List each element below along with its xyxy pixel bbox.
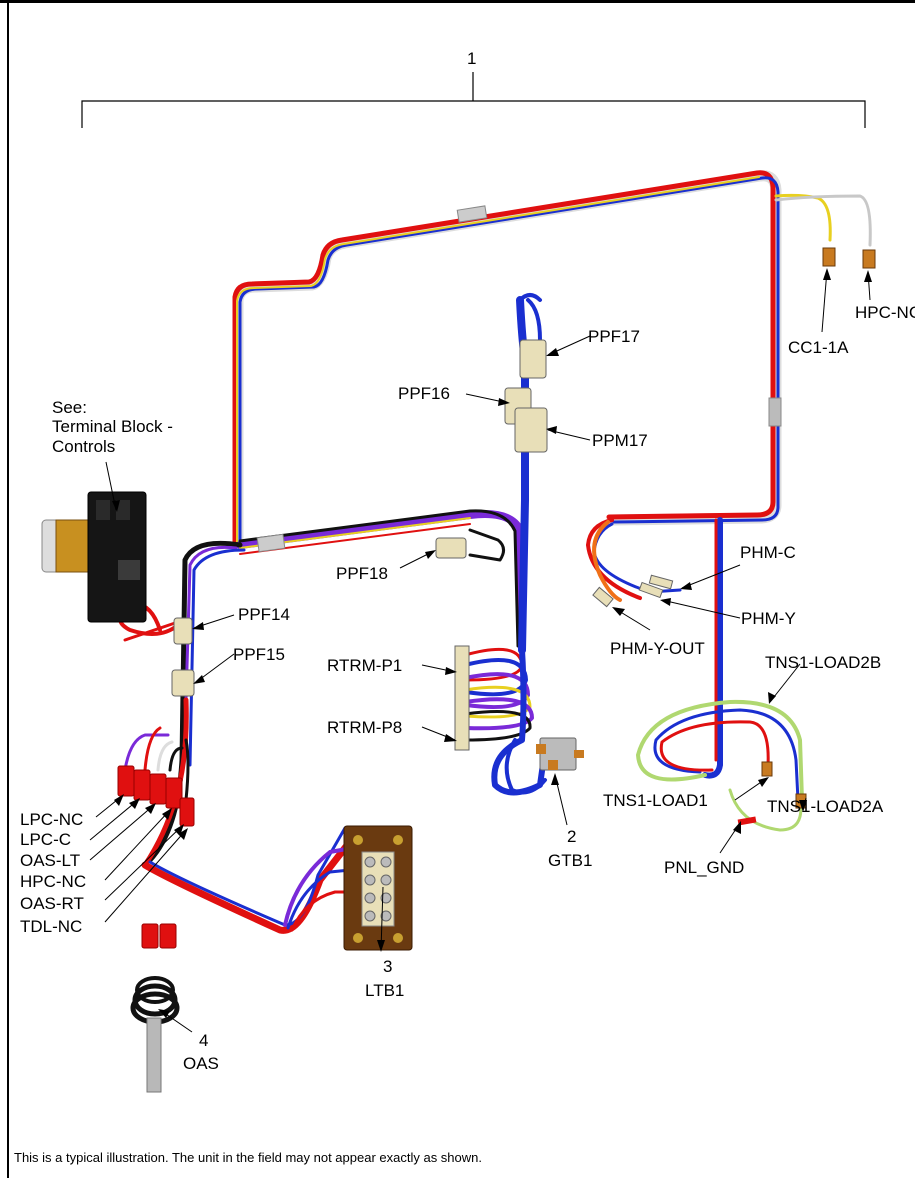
label-cc1-1a: CC1-1A	[788, 338, 849, 357]
label-ppf16: PPF16	[398, 384, 450, 403]
phm-c-terminal	[648, 574, 674, 590]
label-lpc-nc: LPC-NC	[20, 810, 83, 829]
label-phm-y: PHM-Y	[741, 609, 796, 628]
label-ppf18: PPF18	[336, 564, 388, 583]
harness-sleeve	[456, 205, 488, 223]
label-phm-c: PHM-C	[740, 543, 796, 562]
left-terminal-row	[117, 765, 195, 827]
item-2-name: GTB1	[548, 851, 592, 870]
label-tdl-nc: TDL-NC	[20, 917, 82, 936]
label-ppm17: PPM17	[592, 431, 648, 450]
label-ppf14: PPF14	[238, 605, 290, 624]
label-tns1-load2b: TNS1-LOAD2B	[765, 653, 881, 672]
oas-coil	[130, 976, 180, 1025]
label-tns1-load1: TNS1-LOAD1	[603, 791, 708, 810]
hpc-nc-terminal	[862, 249, 876, 269]
harness-sleeve	[256, 533, 286, 553]
label-rtrm-p1: RTRM-P1	[327, 656, 402, 675]
item-1-number: 1	[467, 49, 476, 68]
footer-disclaimer: This is a typical illustration. The unit…	[14, 1150, 482, 1165]
main-loop-bundle	[232, 170, 782, 551]
label-phm-y-out: PHM-Y-OUT	[610, 639, 705, 658]
item-3-name: LTB1	[365, 981, 404, 1000]
see-note-line2: Terminal Block -	[52, 417, 173, 436]
item-2-number: 2	[567, 827, 576, 846]
see-note-line1: See:	[52, 398, 87, 417]
gtb1-ground-block	[536, 737, 584, 771]
harness-sleeve	[768, 397, 782, 427]
label-lpc-c: LPC-C	[20, 830, 71, 849]
label-rtrm-p8: RTRM-P8	[327, 718, 402, 737]
pnl-gnd-terminal	[737, 816, 757, 826]
label-ppf15: PPF15	[233, 645, 285, 664]
label-hpc-nc-top: HPC-NC	[855, 303, 915, 322]
rtrm-connector	[454, 645, 470, 751]
item-1-bracket: 1	[81, 49, 866, 128]
label-oas-lt: OAS-LT	[20, 851, 80, 870]
harness-wires	[118, 170, 872, 1025]
label-hpc-nc-left: HPC-NC	[20, 872, 86, 891]
terminal-block-controls	[41, 491, 147, 623]
item-4-name: OAS	[183, 1054, 219, 1073]
label-ppf17: PPF17	[588, 327, 640, 346]
item-4-number: 4	[199, 1031, 208, 1050]
label-pnl-gnd: PNL_GND	[664, 858, 744, 877]
oas-sensor	[141, 923, 177, 1093]
cc1-1a-terminal	[822, 247, 836, 267]
label-oas-rt: OAS-RT	[20, 894, 84, 913]
ppf18-connector	[435, 537, 467, 559]
phm-y-terminal	[638, 581, 664, 599]
phm-y-out-terminal	[592, 586, 614, 608]
ppm17-connector	[514, 407, 548, 453]
ppf17-connector	[519, 339, 547, 379]
ppf14-connector	[173, 617, 193, 645]
see-note-line3: Controls	[52, 437, 115, 456]
item-3-number: 3	[383, 957, 392, 976]
label-tns1-load2a: TNS1-LOAD2A	[767, 797, 884, 816]
leader-arrowheads	[112, 268, 872, 1018]
ppf15-connector	[171, 669, 195, 697]
tns1-load1-terminal	[761, 761, 773, 777]
ltb1-terminal-board	[343, 825, 413, 951]
